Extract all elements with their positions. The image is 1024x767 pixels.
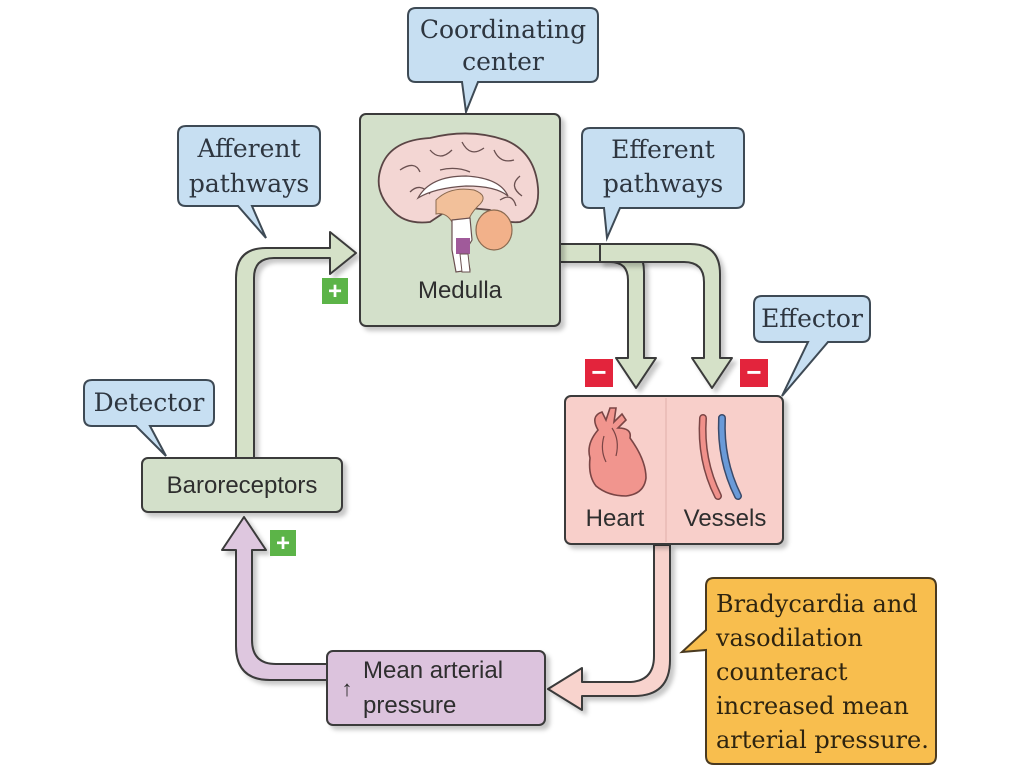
plus-icon: + xyxy=(328,278,342,305)
medulla-box: Medulla xyxy=(359,113,561,327)
callout-afferent-line1: Afferent xyxy=(196,134,300,163)
mean-arterial-pressure-box: ↑ Mean arterial pressure xyxy=(326,650,546,726)
plus-icon: + xyxy=(276,530,290,557)
note-line-1: Bradycardia and xyxy=(716,590,918,618)
callout-efferent-line1: Efferent xyxy=(611,135,715,164)
effector-output-arrow xyxy=(547,544,671,711)
baroreceptors-label: Baroreceptors xyxy=(167,472,318,499)
callout-coordinating-center: Coordinating center xyxy=(407,7,599,116)
map-label-line2: pressure xyxy=(363,692,456,719)
callout-afferent: Afferent pathways xyxy=(177,125,321,239)
heart-icon xyxy=(588,407,647,497)
vessels-label: Vessels xyxy=(684,505,767,532)
note-line-3: counteract xyxy=(716,658,848,686)
callout-coordinating-line1: Coordinating xyxy=(420,15,586,44)
map-label-line1: Mean arterial xyxy=(363,657,503,684)
minus-icon: − xyxy=(746,357,761,387)
callout-detector-line1: Detector xyxy=(94,388,205,417)
brain-icon xyxy=(377,132,540,273)
callout-effector-line1: Effector xyxy=(761,304,863,333)
increase-arrow-icon: ↑ xyxy=(342,676,353,701)
medulla-label: Medulla xyxy=(418,277,503,304)
blood-vessels-icon xyxy=(698,414,742,500)
plus-sign-afferent: + xyxy=(322,278,348,305)
effector-box: Heart Vessels xyxy=(564,395,784,545)
stimulus-arrow xyxy=(221,516,329,681)
note-line-2: vasodilation xyxy=(715,624,863,652)
note-line-4: increased mean xyxy=(716,692,909,720)
callout-effector: Effector xyxy=(753,295,871,397)
minus-sign-heart: − xyxy=(585,357,613,387)
heart-label: Heart xyxy=(586,505,645,532)
efferent-arrow-vessels xyxy=(599,243,733,389)
callout-efferent: Efferent pathways xyxy=(581,127,745,242)
afferent-arrow xyxy=(235,231,357,461)
note-line-5: arterial pressure. xyxy=(716,726,929,754)
callout-afferent-line2: pathways xyxy=(189,169,309,198)
minus-icon: − xyxy=(591,357,606,387)
note-callout: Bradycardia and vasodilation counteract … xyxy=(679,577,937,765)
baroreceptors-box: Baroreceptors xyxy=(141,457,343,513)
minus-sign-vessels: − xyxy=(740,357,768,387)
callout-coordinating-line2: center xyxy=(462,47,544,76)
callout-detector: Detector xyxy=(83,379,215,457)
callout-efferent-line2: pathways xyxy=(603,169,723,198)
plus-sign-stimulus: + xyxy=(270,530,296,557)
